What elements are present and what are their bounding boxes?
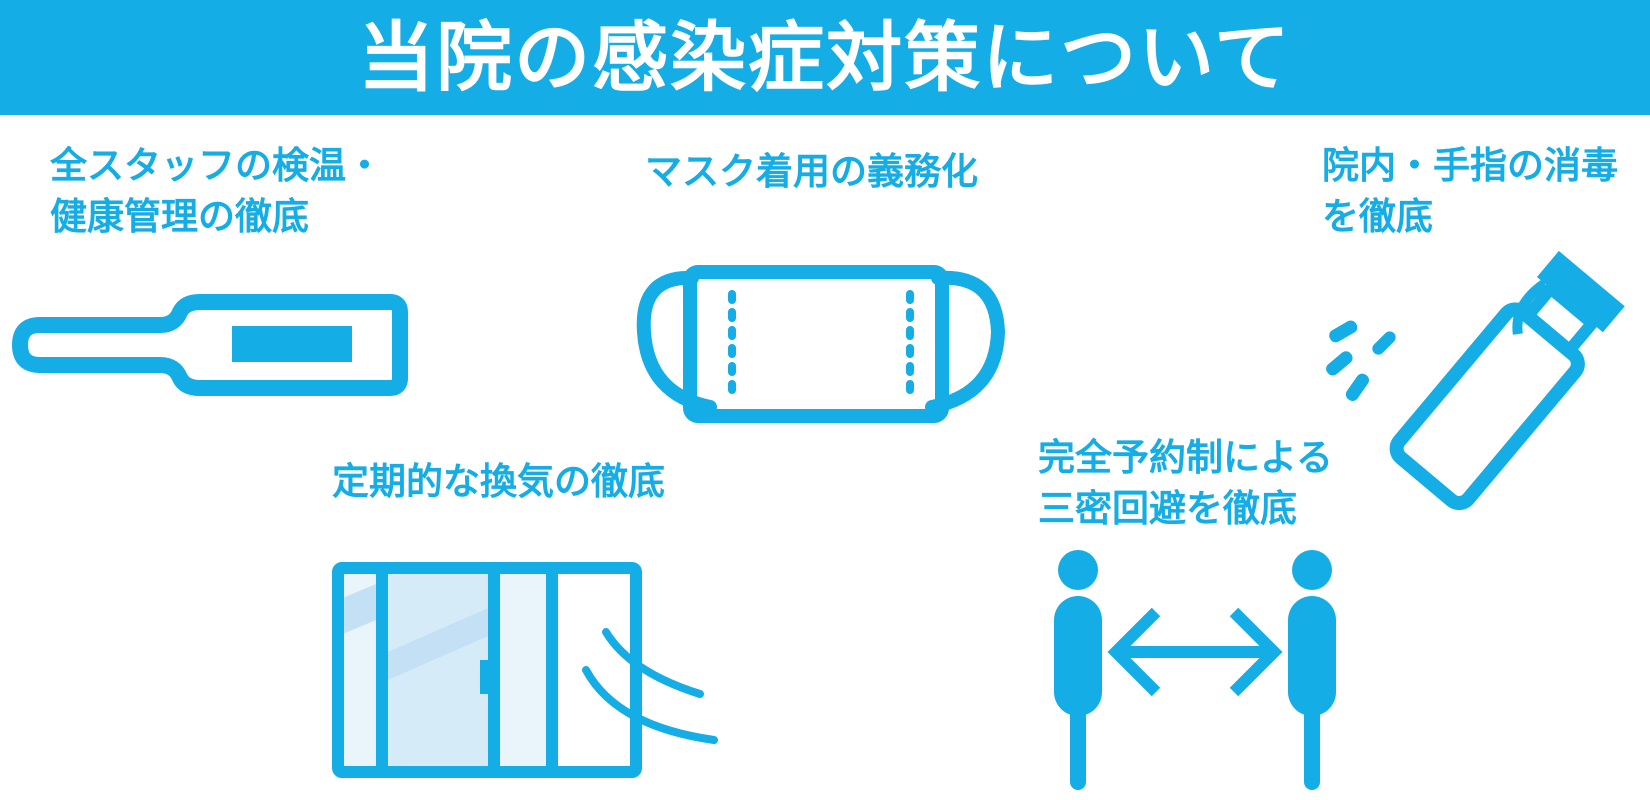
temperature-check-label-line2: 健康管理の徹底 (50, 195, 309, 238)
open-window-icon (332, 562, 718, 778)
ventilation-label-line1: 定期的な換気の徹底 (332, 460, 665, 503)
page-title: 当院の感染症対策について (358, 12, 1292, 102)
mask-icon (636, 265, 1006, 423)
mask-label-line1: マスク着用の義務化 (645, 150, 978, 193)
temperature-check-label-line1: 全スタッフの検温・ (50, 144, 383, 187)
disinfection-label: 院内・手指の消毒 を徹底 (1322, 140, 1618, 242)
spray-bottle-icon (1326, 250, 1625, 511)
disinfection-label-line1: 院内・手指の消毒 (1322, 144, 1618, 187)
distancing-label-line1: 完全予約制による (1038, 436, 1333, 479)
ventilation-label: 定期的な換気の徹底 (332, 456, 665, 507)
header-banner: 当院の感染症対策について (0, 0, 1650, 115)
social-distancing-icon (1054, 550, 1336, 790)
disinfection-label-line2: を徹底 (1322, 195, 1433, 238)
mask-label: マスク着用の義務化 (645, 146, 978, 197)
temperature-check-label: 全スタッフの検温・ 健康管理の徹底 (50, 140, 383, 242)
thermometer-icon (12, 294, 408, 396)
distancing-label-line2: 三密回避を徹底 (1038, 487, 1297, 530)
distancing-label: 完全予約制による 三密回避を徹底 (1038, 432, 1333, 534)
